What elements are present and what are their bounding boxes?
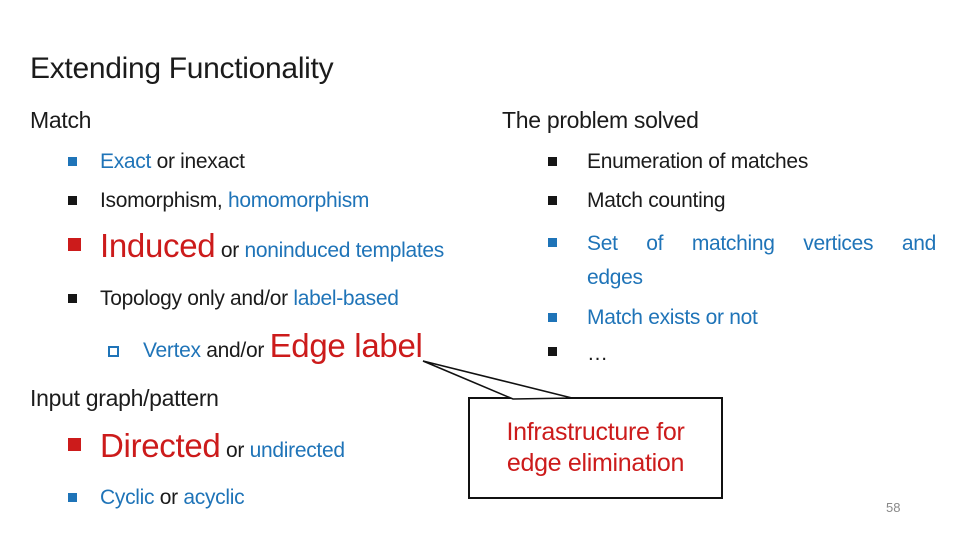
list-item: … bbox=[502, 341, 936, 367]
list-item-text: label-based bbox=[293, 287, 399, 310]
list-item: Match counting bbox=[502, 188, 936, 214]
bullet-square-icon bbox=[548, 238, 557, 247]
list-item: Enumeration of matches bbox=[502, 149, 936, 175]
bullet-square-icon bbox=[68, 294, 77, 303]
list-item-text: or inexact bbox=[151, 150, 245, 173]
list-item-text: Topology only and/or bbox=[100, 287, 294, 310]
list-item-text: Edge label bbox=[269, 327, 423, 364]
list-item-text: Induced bbox=[100, 227, 216, 264]
list-item-text: Set of matching vertices and bbox=[587, 232, 936, 255]
list-item: Directed or undirected bbox=[30, 426, 510, 471]
list-item: Cyclic or acyclic bbox=[30, 485, 510, 511]
list-item: Topology only and/or label-based bbox=[30, 286, 510, 312]
problem-solved-heading: The problem solved bbox=[502, 107, 699, 133]
list-item-text: acyclic bbox=[183, 486, 245, 509]
bullet-square-icon bbox=[548, 347, 557, 356]
list-item-text: or bbox=[215, 239, 245, 262]
bullet-square-icon bbox=[68, 157, 77, 166]
bullet-square-icon bbox=[548, 313, 557, 322]
list-item: Isomorphism, homomorphism bbox=[30, 188, 510, 214]
bullet-square-icon bbox=[68, 438, 81, 451]
list-item-text: Match exists or not bbox=[587, 306, 758, 329]
list-item-text: homomorphism bbox=[222, 189, 370, 212]
list-item-text: Directed bbox=[100, 427, 221, 464]
slide-title: Extending Functionality bbox=[30, 52, 334, 85]
list-item-text: … bbox=[587, 342, 608, 365]
list-item-text: or bbox=[220, 439, 250, 462]
list-item: Match exists or not bbox=[502, 305, 936, 331]
callout-line: edge elimination bbox=[506, 449, 685, 477]
list-item-text: Match counting bbox=[587, 189, 726, 212]
list-item: Set of matching vertices and edges bbox=[502, 227, 936, 295]
callout-box: Infrastructure for edge elimination bbox=[468, 397, 723, 499]
list-item-sub: Vertex and/or Edge label bbox=[30, 326, 510, 371]
list-item-text: edges bbox=[587, 266, 643, 289]
page-number: 58 bbox=[886, 500, 901, 515]
input-graph-heading: Input graph/pattern bbox=[30, 385, 219, 411]
bullet-square-icon bbox=[68, 493, 77, 502]
left-column: Match Exact or inexact Isomorphism, homo… bbox=[30, 106, 510, 511]
bullet-square-icon bbox=[548, 196, 557, 205]
callout-line: Infrastructure for bbox=[506, 418, 685, 446]
match-heading: Match bbox=[30, 107, 92, 133]
bullet-square-icon bbox=[548, 157, 557, 166]
list-item-text: undirected bbox=[249, 439, 345, 462]
list-item: Induced or noninduced templates bbox=[30, 226, 510, 271]
bullet-hollow-square-icon bbox=[108, 346, 119, 357]
list-item-text: Enumeration of matches bbox=[587, 150, 809, 173]
list-item-text: Vertex bbox=[143, 339, 201, 362]
list-item-text: noninduced templates bbox=[244, 239, 445, 262]
list-item-text: or bbox=[154, 486, 184, 509]
bullet-square-icon bbox=[68, 238, 81, 251]
list-item: Exact or inexact bbox=[30, 149, 510, 175]
list-item-text: Cyclic bbox=[100, 486, 155, 509]
right-column: The problem solved Enumeration of matche… bbox=[502, 106, 936, 367]
list-item-text: Isomorphism, bbox=[100, 189, 223, 212]
list-item-text: and/or bbox=[200, 339, 270, 362]
bullet-square-icon bbox=[68, 196, 77, 205]
list-item-text: Exact bbox=[100, 150, 152, 173]
